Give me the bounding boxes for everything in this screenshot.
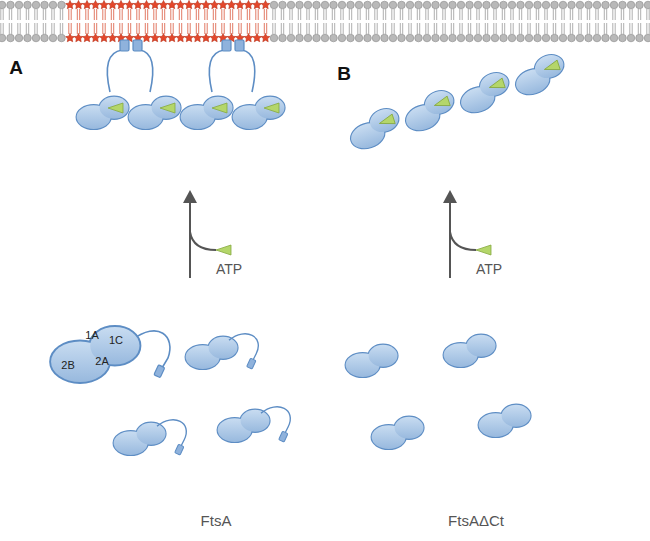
protein-domain-map: 1A 1C2A 2B: [46, 320, 146, 386]
amphipathic-helix: [120, 40, 244, 51]
panel-letter: B: [337, 64, 351, 85]
domain-label: 2B: [61, 359, 74, 370]
panel-caption: FtsA: [201, 513, 232, 530]
arrow-head: [183, 190, 457, 203]
ftsa-polymer: [77, 97, 285, 129]
atp-wedge: [476, 245, 491, 255]
atp-wedge: [216, 245, 231, 255]
domain-label: 1C: [109, 334, 123, 345]
atp-label: ATP: [476, 262, 502, 277]
ftsa-dct-polymer: [345, 52, 569, 153]
lipid-membrane: [0, 0, 650, 41]
membrane-tethers: [107, 50, 254, 92]
assembly-arrow: [190, 200, 476, 278]
domain-label: 1A: [85, 329, 98, 340]
domain-label: 2A: [95, 355, 108, 366]
panel-caption: FtsAΔCt: [448, 513, 504, 530]
atp-label: ATP: [216, 262, 242, 277]
ftsa-dct-monomers: [346, 335, 531, 449]
panel-letter: A: [9, 58, 23, 79]
